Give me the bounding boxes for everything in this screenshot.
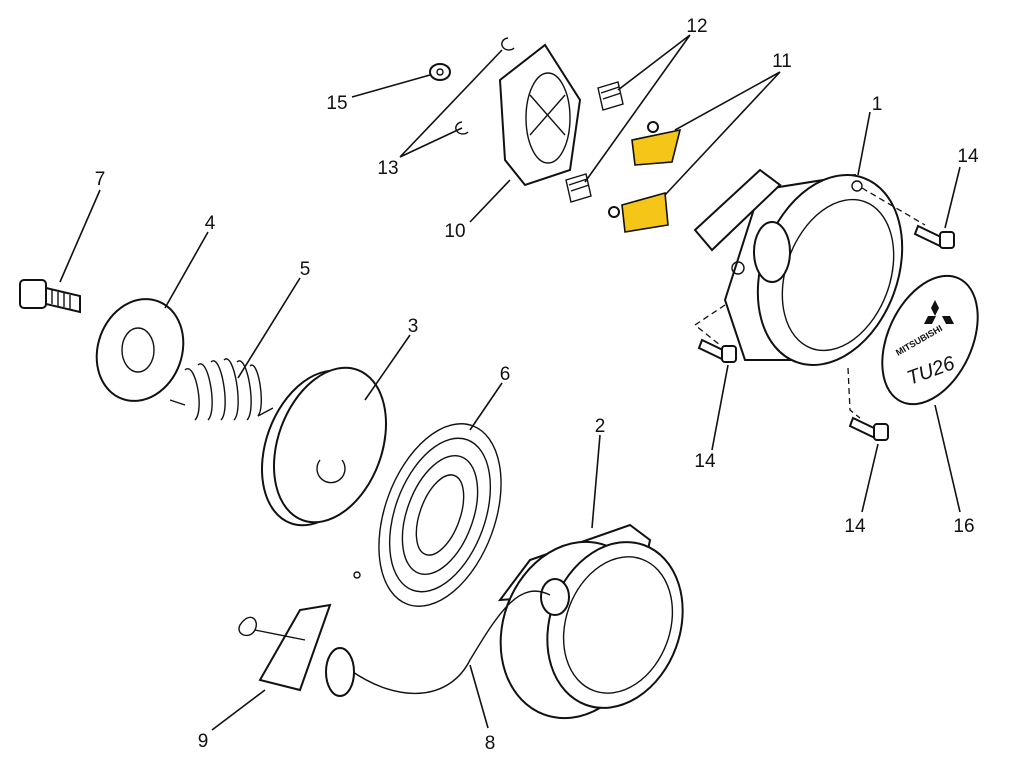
label-part-12: 12 xyxy=(686,16,707,37)
part-11-pawls xyxy=(608,121,682,233)
label-part-10: 10 xyxy=(444,221,465,242)
part-9-handle xyxy=(238,603,355,697)
label-part-14: 14 xyxy=(957,146,979,167)
label-part-8: 8 xyxy=(485,733,496,754)
label-part-7: 7 xyxy=(95,169,106,190)
label-part-3: 3 xyxy=(408,316,419,337)
label-part-13: 13 xyxy=(377,158,398,179)
part-2-case xyxy=(497,523,684,720)
mitsubishi-logo-icon xyxy=(924,300,954,324)
part-14-bolts xyxy=(697,224,955,441)
part-1-cover xyxy=(693,168,926,419)
part-15-washer xyxy=(429,63,451,81)
label-part-15: 15 xyxy=(326,93,347,114)
part-labels: 1 2 3 4 5 6 7 8 9 10 11 12 13 14 14 14 1… xyxy=(95,16,979,754)
label-part-4: 4 xyxy=(205,213,216,234)
label-part-14: 14 xyxy=(844,516,866,537)
leader-lines xyxy=(59,34,961,731)
label-part-1: 1 xyxy=(872,94,883,115)
label-part-16: 16 xyxy=(953,516,974,537)
part-8-rope xyxy=(349,590,551,695)
label-part-9: 9 xyxy=(198,731,209,752)
label-part-14: 14 xyxy=(694,451,716,472)
part-6-spiral-spring xyxy=(353,423,502,607)
part-7-bolt xyxy=(19,279,81,314)
part-3-reel xyxy=(260,366,388,527)
part-4-plate xyxy=(95,298,185,402)
label-part-6: 6 xyxy=(500,364,511,385)
part-10-ratchet xyxy=(498,43,582,187)
label-part-5: 5 xyxy=(300,259,311,280)
label-part-2: 2 xyxy=(595,416,606,437)
part-16-emblem: MITSUBISHI TU26 xyxy=(881,274,979,406)
part-12-springs xyxy=(565,81,624,203)
label-part-11: 11 xyxy=(772,51,792,72)
part-5-spring xyxy=(169,358,274,421)
